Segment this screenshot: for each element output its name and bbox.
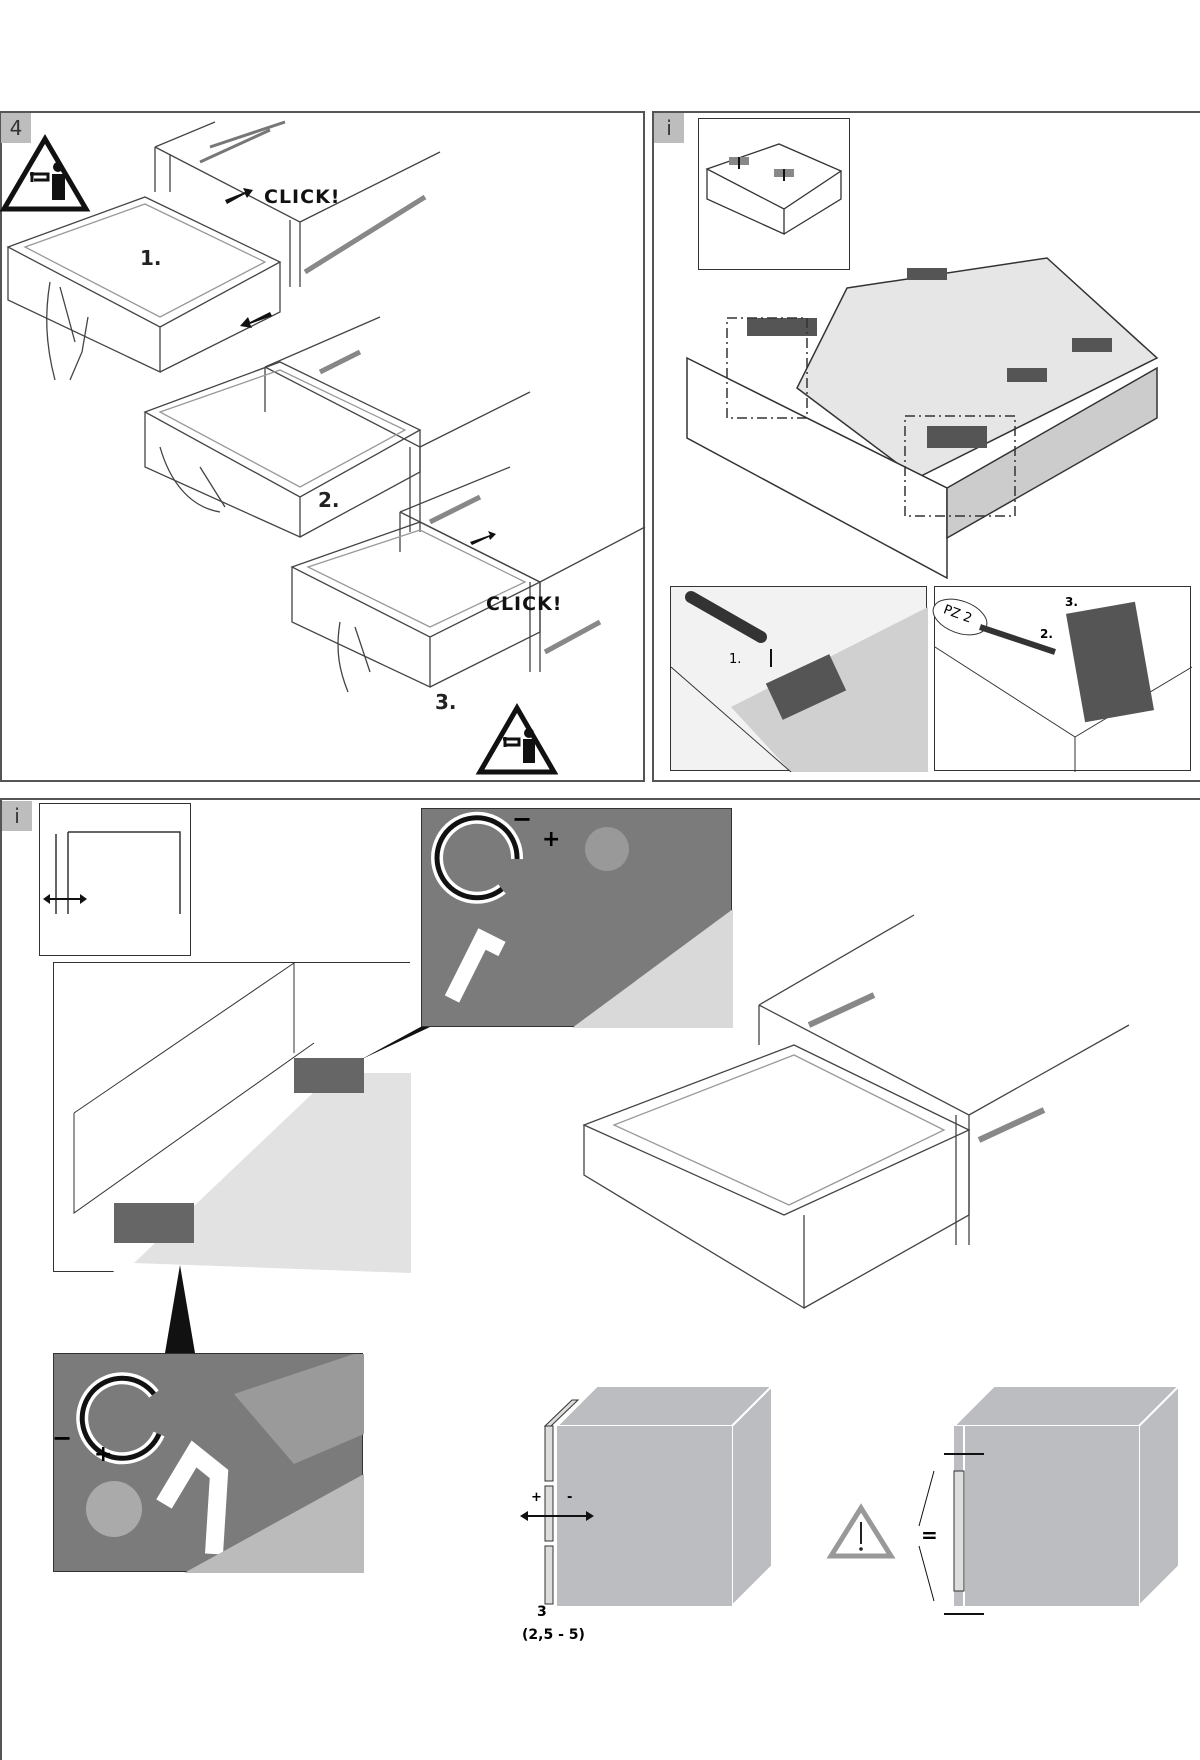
step-4-panel xyxy=(0,111,645,782)
front-panel-inset xyxy=(698,118,850,270)
minus-label: − xyxy=(512,805,533,833)
detail-step-2: 2. xyxy=(1040,627,1053,641)
minus-label-2: − xyxy=(52,1424,73,1452)
drawer-front-attachment-diagram xyxy=(686,257,1159,580)
step-number: 4 xyxy=(1,113,31,143)
plus-label-2: + xyxy=(94,1442,113,1467)
warning-icon xyxy=(826,1503,896,1559)
info-tag-bottom: i xyxy=(2,801,32,831)
adjust-wheel-top: − + xyxy=(421,805,733,1028)
plus-label: + xyxy=(542,827,561,852)
equal-gap-cube xyxy=(918,1383,1182,1615)
drawer-side-zoom xyxy=(53,962,411,1273)
gap-adjust-cube xyxy=(520,1383,775,1609)
adjust-minus-label: - xyxy=(567,1490,573,1505)
info-panel-top xyxy=(652,111,1200,782)
step-1-label: 1. xyxy=(140,246,162,270)
detail-screw-adjust: PZ 2 2. 3. xyxy=(932,586,1193,772)
click-label-1: CLICK! xyxy=(264,186,341,208)
section-divider xyxy=(0,798,1200,800)
gap-value: 3 xyxy=(537,1604,547,1620)
step-2-label: 2. xyxy=(318,488,340,512)
gap-range: (2,5 - 5) xyxy=(522,1627,585,1643)
adjust-wheel-bottom: − + xyxy=(52,1353,364,1573)
step-3-label: 3. xyxy=(435,690,457,714)
detail-step-1: 1. xyxy=(729,652,742,667)
detail-release-lever: 1. xyxy=(670,586,928,773)
info-tag: i xyxy=(654,113,684,143)
drawer-install-step-1 xyxy=(6,120,646,693)
installed-drawer-diagram xyxy=(582,914,1130,1310)
warning-heavy-lift-icon xyxy=(0,134,91,212)
click-label-2: CLICK! xyxy=(486,593,563,615)
side-adjust-inset xyxy=(39,803,191,956)
detail-step-3: 3. xyxy=(1065,595,1078,609)
adjust-plus-label: + xyxy=(531,1490,542,1505)
section-divider-left xyxy=(0,798,2,1760)
equal-sign: = xyxy=(921,1523,938,1547)
warning-heavy-lift-icon-2 xyxy=(475,703,559,775)
